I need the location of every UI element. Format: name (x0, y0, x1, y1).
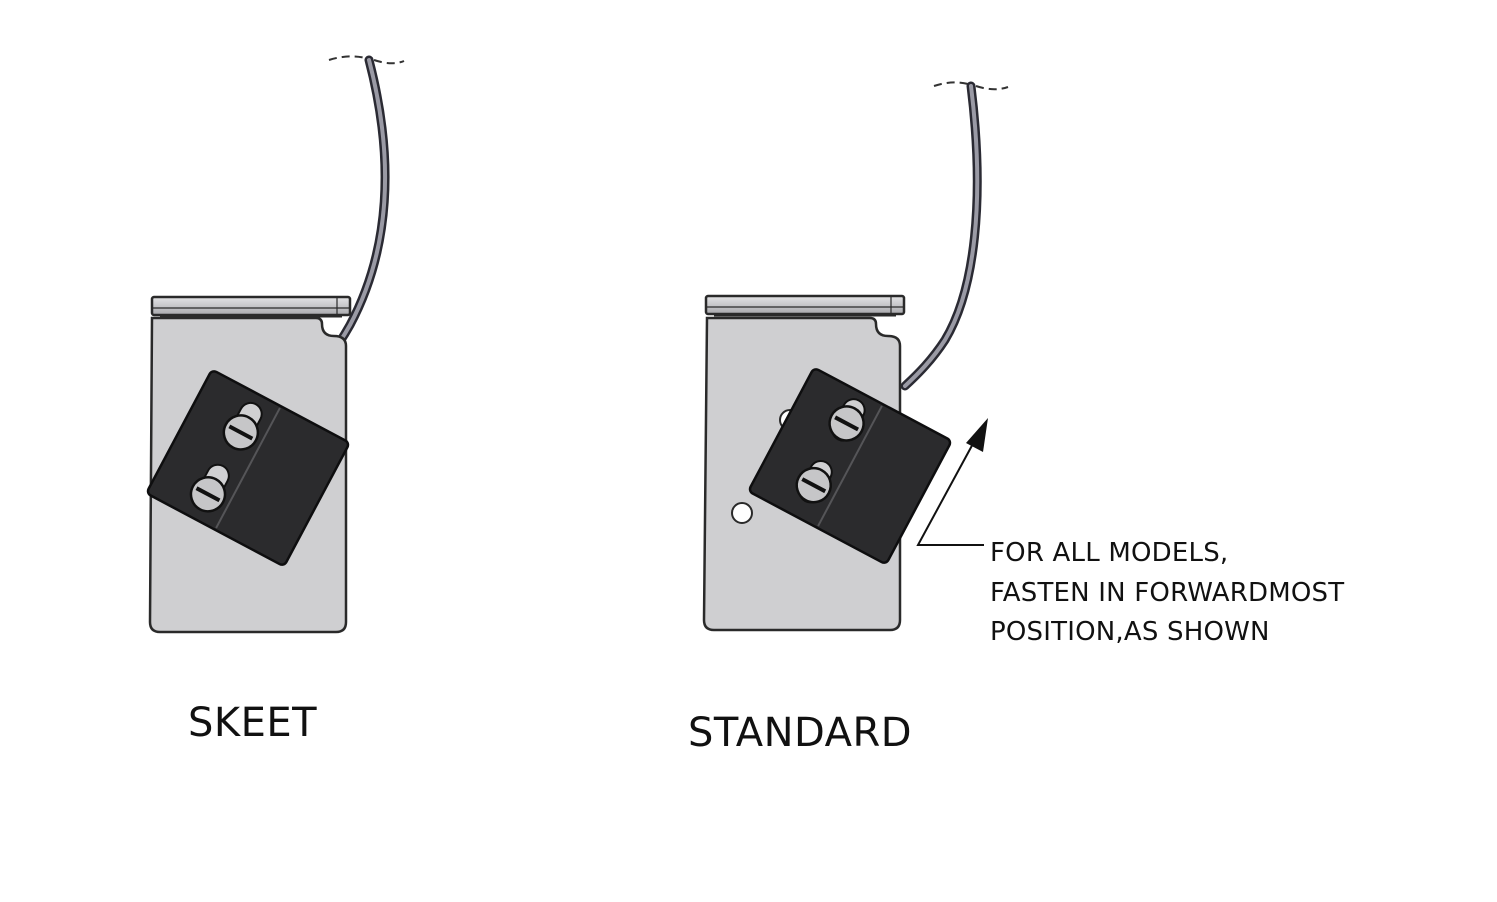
standard-label: STANDARD (688, 710, 912, 756)
note-line-1: FOR ALL MODELS, (990, 538, 1228, 568)
standard-screw-bottom (795, 466, 832, 504)
standard-cable-break (933, 81, 1009, 91)
skeet-cable-break (328, 55, 405, 65)
skeet-sensor (146, 370, 350, 566)
standard-hole-bottom (731, 502, 753, 524)
skeet-screw-bottom (189, 476, 227, 513)
standard-figure: FOR ALL MODELS, FASTEN IN FORWARDMOST PO… (688, 81, 1344, 756)
skeet-screw-top (222, 414, 260, 451)
note-line-2: FASTEN IN FORWARDMOST (990, 578, 1344, 608)
standard-sensor (748, 368, 952, 564)
skeet-figure: SKEET (146, 55, 405, 746)
note-line-3: POSITION,AS SHOWN (990, 617, 1270, 647)
skeet-label: SKEET (188, 700, 317, 746)
standard-screw-top (828, 405, 865, 442)
leader-arrow (916, 418, 988, 546)
standard-cable (900, 81, 982, 391)
